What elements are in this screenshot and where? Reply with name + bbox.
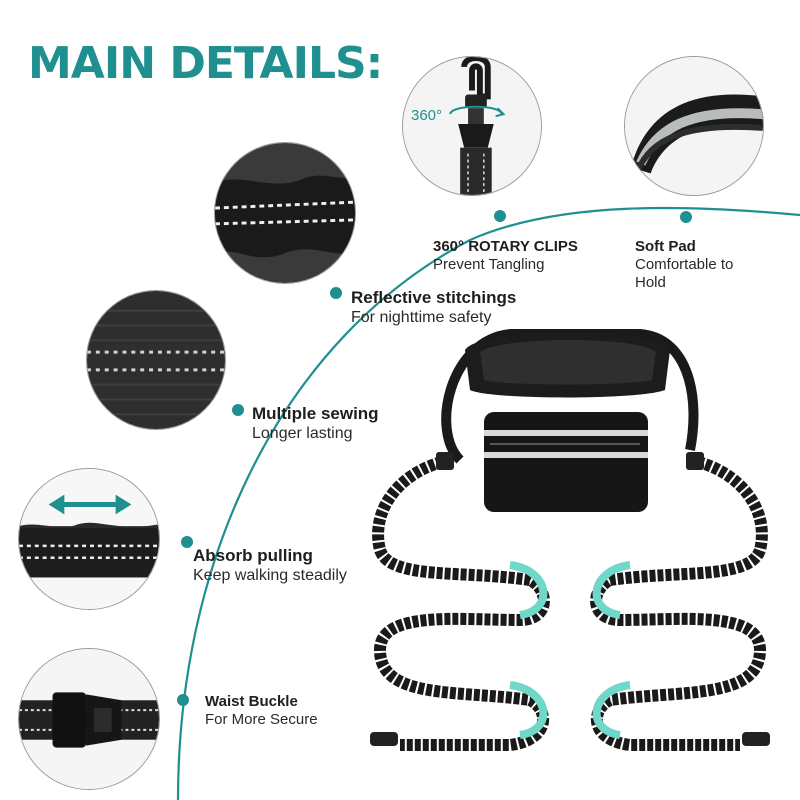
- soft-pad-photo: [624, 56, 764, 196]
- feature-reflective-sub: For nighttime safety: [351, 309, 492, 327]
- feature-waist-buckle: Waist Buckle For More Secure: [205, 693, 318, 729]
- feature-soft-pad: Soft Pad Comfortable to Hold: [635, 238, 733, 292]
- feature-multiple-sewing-sub: Longer lasting: [252, 425, 353, 443]
- feature-waist-buckle-head: Waist Buckle: [205, 693, 298, 710]
- rotary-degree-label: 360°: [411, 107, 443, 124]
- feature-multiple-sewing-head: Multiple sewing: [252, 404, 379, 423]
- feature-soft-pad-head: Soft Pad: [635, 238, 696, 255]
- feature-absorb-pulling-sub: Keep walking steadily: [193, 567, 347, 585]
- timeline-dot-absorb: [181, 536, 193, 548]
- multiple-sewing-photo: [86, 290, 226, 430]
- feature-waist-buckle-sub: For More Secure: [205, 711, 318, 728]
- feature-reflective-head: Reflective stitchings: [351, 288, 517, 307]
- timeline-dot-soft-pad: [680, 211, 692, 223]
- feature-soft-pad-sub-2: Hold: [635, 274, 666, 291]
- feature-rotary-clips: 360° ROTARY CLIPS Prevent Tangling: [433, 238, 578, 274]
- timeline-dot-reflective: [330, 287, 342, 299]
- feature-reflective: Reflective stitchings For nighttime safe…: [351, 288, 516, 328]
- page-title: MAIN DETAILS:: [28, 38, 383, 89]
- timeline-dot-sewing: [232, 404, 244, 416]
- feature-soft-pad-sub: Comfortable to: [635, 256, 734, 273]
- rotary-clip-photo: 360°: [402, 56, 542, 196]
- timeline-dot-rotary: [494, 210, 506, 222]
- feature-absorb-pulling-head: Absorb pulling: [193, 546, 313, 565]
- reflective-stitching-photo: [214, 142, 356, 284]
- leash-product-photo: [370, 329, 770, 751]
- feature-multiple-sewing: Multiple sewing Longer lasting: [252, 404, 379, 444]
- timeline-dot-buckle: [177, 694, 189, 706]
- absorb-pulling-photo: [18, 468, 160, 610]
- feature-absorb-pulling: Absorb pulling Keep walking steadily: [193, 546, 347, 586]
- feature-rotary-clips-head: 360° ROTARY CLIPS: [433, 238, 578, 255]
- waist-buckle-photo: [18, 648, 160, 790]
- feature-rotary-clips-sub: Prevent Tangling: [433, 256, 545, 273]
